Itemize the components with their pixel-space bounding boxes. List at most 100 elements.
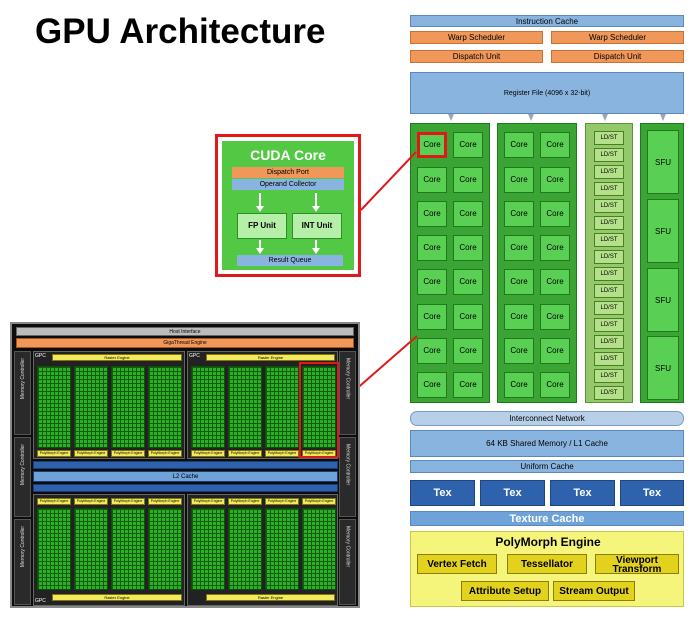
sm-unit bbox=[37, 366, 71, 448]
instruction-cache: Instruction Cache bbox=[410, 15, 684, 27]
core: Core bbox=[504, 372, 534, 398]
core: Core bbox=[417, 372, 447, 398]
core: Core bbox=[540, 132, 570, 158]
dispatch-unit-left: Dispatch Unit bbox=[410, 50, 543, 63]
polymorph-engine-mini: PolyMorph Engine bbox=[265, 498, 299, 505]
operand-collector: Operand Collector bbox=[232, 179, 344, 190]
sm-unit bbox=[148, 366, 182, 448]
polymorph-engine-mini: PolyMorph Engine bbox=[228, 498, 262, 505]
polymorph-engine-mini: PolyMorph Engine bbox=[191, 498, 225, 505]
core: Core bbox=[540, 167, 570, 193]
core: Core bbox=[453, 338, 483, 364]
sm-unit bbox=[148, 508, 182, 590]
fp-unit: FP Unit bbox=[237, 213, 287, 239]
register-file: Register File (4096 x 32-bit) bbox=[410, 72, 684, 114]
sm-unit bbox=[228, 508, 262, 590]
sm-unit bbox=[37, 508, 71, 590]
polymorph-engine-mini: PolyMorph Engine bbox=[302, 498, 336, 505]
core: Core bbox=[504, 235, 534, 261]
sm-unit bbox=[228, 366, 262, 448]
attribute-setup: Attribute Setup bbox=[461, 581, 549, 601]
texture-cache: Texture Cache bbox=[410, 511, 684, 526]
ldst-unit: LD/ST bbox=[594, 267, 624, 281]
dispatch-unit-right: Dispatch Unit bbox=[551, 50, 684, 63]
gigathread-engine: GigaThread Engine bbox=[16, 338, 354, 348]
sm-unit bbox=[191, 508, 225, 590]
core: Core bbox=[504, 304, 534, 330]
sm-unit bbox=[74, 508, 108, 590]
ldst-unit: LD/ST bbox=[594, 301, 624, 315]
sfu-unit: SFU bbox=[647, 199, 679, 263]
core: Core bbox=[504, 167, 534, 193]
core: Core bbox=[540, 304, 570, 330]
ldst-unit: LD/ST bbox=[594, 165, 624, 179]
sm-unit bbox=[265, 508, 299, 590]
core: Core bbox=[453, 201, 483, 227]
core: Core bbox=[540, 235, 570, 261]
core: Core bbox=[417, 201, 447, 227]
sm-unit bbox=[111, 508, 145, 590]
sfu-unit: SFU bbox=[647, 130, 679, 194]
memory-controller: Memory Controller bbox=[339, 519, 356, 605]
raster-engine: Raster Engine bbox=[206, 354, 335, 361]
ldst-unit: LD/ST bbox=[594, 148, 624, 162]
core: Core bbox=[504, 132, 534, 158]
core: Core bbox=[453, 235, 483, 261]
interconnect-network: Interconnect Network bbox=[410, 411, 684, 426]
polymorph-engine-mini: PolyMorph Engine bbox=[74, 450, 108, 457]
polymorph-engine-mini: PolyMorph Engine bbox=[111, 498, 145, 505]
stream-output: Stream Output bbox=[553, 581, 635, 601]
polymorph-engine-mini: PolyMorph Engine bbox=[148, 450, 182, 457]
core: Core bbox=[504, 269, 534, 295]
core: Core bbox=[540, 201, 570, 227]
polymorph-engine-mini: PolyMorph Engine bbox=[37, 498, 71, 505]
ldst-unit: LD/ST bbox=[594, 250, 624, 264]
highlighted-sm bbox=[299, 362, 339, 458]
l2-bus-top bbox=[33, 461, 338, 469]
gpu-die: Host Interface GigaThread Engine Memory … bbox=[10, 322, 360, 608]
core: Core bbox=[453, 304, 483, 330]
int-unit: INT Unit bbox=[292, 213, 342, 239]
polymorph-engine-mini: PolyMorph Engine bbox=[191, 450, 225, 457]
gpc-label: GPC bbox=[35, 353, 46, 359]
polymorph-engine: PolyMorph Engine Vertex Fetch Tessellato… bbox=[410, 531, 684, 607]
core: Core bbox=[540, 269, 570, 295]
gpc: GPC Raster Engine PolyMorph Engine PolyM… bbox=[33, 351, 185, 459]
polymorph-engine-mini: PolyMorph Engine bbox=[74, 498, 108, 505]
sfu-unit: SFU bbox=[647, 268, 679, 332]
tessellator: Tessellator bbox=[507, 554, 587, 574]
sm-unit bbox=[74, 366, 108, 448]
raster-engine: Raster Engine bbox=[52, 594, 182, 601]
cuda-core-arrows bbox=[256, 193, 320, 254]
tex-unit: Tex bbox=[480, 480, 545, 506]
shared-memory: 64 KB Shared Memory / L1 Cache bbox=[410, 430, 684, 457]
memory-controller: Memory Controller bbox=[339, 351, 356, 435]
tex-unit: Tex bbox=[620, 480, 684, 506]
uniform-cache: Uniform Cache bbox=[410, 460, 684, 473]
ldst-unit: LD/ST bbox=[594, 233, 624, 247]
ldst-unit: LD/ST bbox=[594, 182, 624, 196]
sm-unit bbox=[302, 508, 336, 590]
dispatch-port: Dispatch Port bbox=[232, 167, 344, 178]
ldst-unit: LD/ST bbox=[594, 386, 624, 400]
memory-controller: Memory Controller bbox=[14, 437, 31, 517]
sm-unit bbox=[191, 366, 225, 448]
ldst-group: LD/ST LD/ST LD/ST LD/ST LD/ST LD/ST LD/S… bbox=[585, 123, 633, 403]
ldst-unit: LD/ST bbox=[594, 369, 624, 383]
memory-controller: Memory Controller bbox=[339, 437, 356, 517]
ldst-unit: LD/ST bbox=[594, 352, 624, 366]
gpc-label: GPC bbox=[189, 353, 200, 359]
ldst-unit: LD/ST bbox=[594, 216, 624, 230]
register-arrows bbox=[448, 114, 666, 121]
raster-engine: Raster Engine bbox=[206, 594, 335, 601]
host-interface: Host Interface bbox=[16, 327, 354, 336]
sm-unit bbox=[302, 366, 336, 448]
cuda-core-title: CUDA Core bbox=[250, 147, 326, 163]
core: Core bbox=[453, 167, 483, 193]
core: Core bbox=[417, 338, 447, 364]
core: Core bbox=[453, 132, 483, 158]
vertex-fetch: Vertex Fetch bbox=[417, 554, 497, 574]
core: Core bbox=[417, 304, 447, 330]
gpc: GPC Raster Engine PolyMorph Engine PolyM… bbox=[187, 351, 338, 459]
cuda-core-callout: CUDA Core Dispatch Port Operand Collecto… bbox=[215, 134, 361, 277]
